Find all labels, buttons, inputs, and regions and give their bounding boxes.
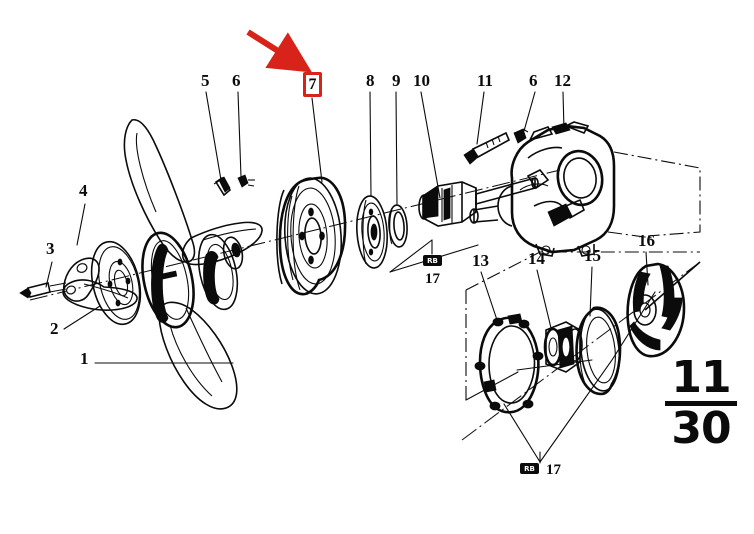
callout-17-bottom: 17 <box>546 462 561 478</box>
part-6-lock-washer-right <box>513 128 529 144</box>
part-3-bolt <box>19 282 67 299</box>
callout-1: 1 <box>80 349 89 368</box>
page-number-divider <box>665 401 737 406</box>
part-5-bolt <box>213 176 232 197</box>
callout-3: 3 <box>46 239 55 258</box>
callout-5: 5 <box>201 71 210 90</box>
callout-8: 8 <box>366 71 375 90</box>
callout-13: 13 <box>472 251 489 270</box>
callout-leader-lines <box>45 91 649 464</box>
part-4-clip <box>62 257 100 302</box>
part-15-seal-ring <box>575 306 622 396</box>
callout-17-top: 17 <box>425 271 440 287</box>
callout-4: 4 <box>79 181 88 200</box>
page-number-numerator: 11 <box>671 352 731 403</box>
part-16-impeller <box>626 261 701 358</box>
part-9-spacer-washer <box>388 204 408 248</box>
part-10-pump-shaft <box>418 176 539 227</box>
callout-7-highlighted[interactable]: 7 <box>303 72 322 97</box>
callout-9: 9 <box>392 71 401 90</box>
part-7-crankshaft-pulley <box>276 176 347 296</box>
callout-16: 16 <box>638 231 655 250</box>
page-number-denominator: 30 <box>671 403 731 454</box>
part-1-cooling-fan <box>62 119 263 410</box>
page-number: 11 30 <box>665 352 737 454</box>
callout-15: 15 <box>584 246 601 265</box>
part-11-long-bolt <box>463 131 511 165</box>
annotation-arrow <box>246 29 313 73</box>
part-12-pump-housing <box>469 121 616 257</box>
repair-kit-badge-top: RB <box>423 255 442 266</box>
part-8-pulley-flange <box>356 195 388 269</box>
part-13-pump-gasket <box>474 313 544 414</box>
callout-14: 14 <box>528 249 545 268</box>
callout-11: 11 <box>477 71 494 90</box>
part-6-lock-washer-left <box>237 174 255 188</box>
callout-10: 10 <box>413 71 430 90</box>
callout-6-left: 6 <box>232 71 241 90</box>
fan-carrier <box>197 233 244 311</box>
callout-12: 12 <box>554 71 571 90</box>
repair-kit-badge-bottom: RB <box>520 463 539 474</box>
callout-2: 2 <box>50 319 59 338</box>
callout-6-right: 6 <box>529 71 538 90</box>
part-2-pulley-disc <box>90 240 142 326</box>
